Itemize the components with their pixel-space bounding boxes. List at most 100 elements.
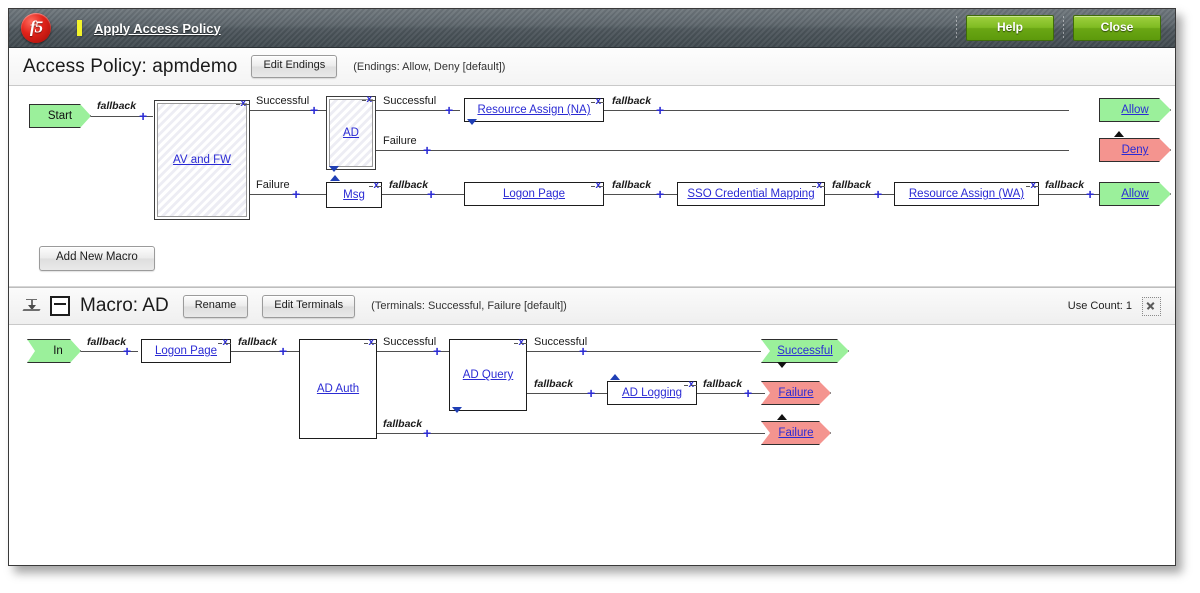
endings-note: (Endings: Allow, Deny [default]) (353, 60, 506, 73)
macro-node-ad-auth[interactable]: AD Auth x (299, 337, 377, 439)
macro-node-logon-page-label[interactable]: Logon Page (154, 345, 218, 357)
macro-node-ad-auth-label[interactable]: AD Auth (316, 383, 360, 395)
macro-node-ad-logging-label[interactable]: AD Logging (621, 387, 683, 399)
macro-header: Macro: AD Rename Edit Terminals (Termina… (9, 287, 1175, 325)
macro-node-ad-logging[interactable]: AD Logging x (607, 379, 697, 405)
macro-use-count: Use Count: 1 (1067, 300, 1132, 312)
macro-close-icon[interactable] (1142, 296, 1161, 316)
macro-delete-icon-ad-auth[interactable]: x (364, 337, 377, 348)
macro-delete-icon-ad-query[interactable]: x (514, 337, 527, 348)
edge-label-sso-fallback: fallback (830, 179, 874, 191)
delete-icon-av-and-fw[interactable]: x (236, 98, 249, 109)
collapse-icon-ad-logging[interactable] (610, 374, 620, 380)
delete-icon-ad[interactable]: x (362, 94, 375, 105)
macro-terminal-failure-mid-label[interactable]: Failure (778, 387, 814, 399)
edge-label-avfw-successful: Successful (254, 95, 312, 107)
expand-icon-ad-query[interactable] (452, 407, 462, 413)
node-sso-credential-mapping-label[interactable]: SSO Credential Mapping (687, 188, 815, 200)
insert-plus-ad-deny[interactable]: + (423, 142, 432, 158)
insert-plus-adauth-adquery[interactable]: + (433, 343, 442, 359)
collapse-icon-msg[interactable] (330, 175, 340, 181)
delete-icon-sso-credential-mapping[interactable]: x (812, 180, 825, 191)
ending-allow-bottom[interactable]: Allow (1099, 182, 1171, 206)
macro-terminal-successful[interactable]: Successful (761, 339, 849, 363)
ending-allow-top[interactable]: Allow (1099, 98, 1171, 122)
macro-collapse-icon[interactable] (50, 296, 70, 316)
macro-terminal-failure-bottom[interactable]: Failure (761, 421, 831, 445)
ending-allow-bottom-label[interactable]: Allow (1121, 188, 1149, 200)
macro-delete-icon-logon-page[interactable]: x (218, 337, 231, 348)
insert-plus-start-avfw[interactable]: + (139, 108, 148, 124)
start-node[interactable]: Start (29, 104, 91, 128)
insert-plus-ra-na-allow[interactable]: + (656, 102, 665, 118)
node-sso-credential-mapping[interactable]: SSO Credential Mapping x (677, 180, 825, 206)
node-resource-assign-wa-label[interactable]: Resource Assign (WA) (908, 188, 1025, 200)
access-policy-header: Access Policy: apmdemo Edit Endings (End… (9, 48, 1175, 86)
expand-icon-resource-assign-na[interactable] (467, 119, 477, 125)
edge-sso-fallback (825, 194, 894, 195)
edge-label-avfw-failure: Failure (254, 179, 292, 191)
expand-icon-ad[interactable] (329, 166, 339, 172)
ending-deny-marker-icon (1114, 131, 1124, 137)
delete-icon-msg[interactable]: x (369, 180, 382, 191)
ending-deny[interactable]: Deny (1099, 138, 1171, 162)
help-button[interactable]: Help (966, 15, 1054, 41)
insert-plus-adquery-successful[interactable]: + (579, 343, 588, 359)
macro-terminal-successful-label[interactable]: Successful (777, 345, 833, 357)
insert-plus-adauth-failure[interactable]: + (423, 425, 432, 441)
macro-in-node[interactable]: In (27, 339, 81, 363)
titlebar-separator-1 (956, 16, 957, 40)
edge-label-adquery-successful: Successful (532, 336, 590, 348)
insert-plus-avfw-msg[interactable]: + (292, 186, 301, 202)
node-av-and-fw-label[interactable]: AV and FW (173, 154, 231, 166)
insert-plus-avfw-ad[interactable]: + (310, 102, 319, 118)
insert-plus-logon-adauth[interactable]: + (279, 343, 288, 359)
insert-plus-adquery-adlogging[interactable]: + (587, 385, 596, 401)
macro-terminal-failure-mid[interactable]: Failure (761, 381, 831, 405)
start-label: Start (47, 110, 73, 122)
macro-title: Macro: AD (80, 295, 169, 316)
node-av-and-fw[interactable]: AV and FW x (154, 98, 250, 220)
insert-plus-msg-logon[interactable]: + (427, 186, 436, 202)
insert-plus-adlogging-failure[interactable]: + (744, 385, 753, 401)
edge-label-msg-fallback: fallback (387, 179, 431, 191)
node-logon-page-label[interactable]: Logon Page (502, 188, 566, 200)
close-button[interactable]: Close (1073, 15, 1161, 41)
edge-in-fallback (81, 351, 138, 352)
macro-delete-icon-ad-logging[interactable]: x (684, 379, 697, 390)
node-logon-page[interactable]: Logon Page x (464, 180, 604, 206)
macro-node-ad-query[interactable]: AD Query x (449, 337, 527, 411)
node-ad-label[interactable]: AD (343, 127, 359, 139)
macro-drag-handle-icon[interactable] (22, 298, 41, 315)
insert-plus-logon-sso[interactable]: + (656, 186, 665, 202)
rename-button[interactable]: Rename (182, 294, 249, 318)
macro-node-logon-page[interactable]: Logon Page x (141, 337, 231, 363)
ending-deny-label[interactable]: Deny (1121, 144, 1149, 156)
delete-icon-resource-assign-wa[interactable]: x (1026, 180, 1039, 191)
insert-plus-ad-ra-na[interactable]: + (445, 102, 454, 118)
delete-icon-resource-assign-na[interactable]: x (591, 96, 604, 107)
node-msg-label[interactable]: Msg (343, 189, 365, 201)
insert-plus-ra-wa-allow[interactable]: + (1086, 186, 1095, 202)
node-resource-assign-wa[interactable]: Resource Assign (WA) x (894, 180, 1039, 206)
edge-adauth-successful (377, 351, 449, 352)
edge-label-adauth-successful: Successful (381, 336, 439, 348)
insert-plus-sso-ra-wa[interactable]: + (874, 186, 883, 202)
macro-terminal-failure-bottom-label[interactable]: Failure (778, 427, 814, 439)
add-new-macro-button[interactable]: Add New Macro (39, 246, 155, 271)
edit-endings-button[interactable]: Edit Endings (251, 55, 338, 78)
macro-terminal-failure-bottom-marker-icon (777, 414, 787, 420)
edit-terminals-button[interactable]: Edit Terminals (262, 294, 356, 318)
node-resource-assign-na-label[interactable]: Resource Assign (NA) (477, 104, 591, 116)
terminals-note: (Terminals: Successful, Failure [default… (371, 300, 567, 312)
macro-in-label: In (53, 345, 63, 357)
macro-node-ad-query-label[interactable]: AD Query (462, 369, 514, 381)
node-ad[interactable]: AD x (326, 94, 376, 170)
ending-allow-top-label[interactable]: Allow (1121, 104, 1149, 116)
node-resource-assign-na[interactable]: Resource Assign (NA) x (464, 96, 604, 122)
node-msg[interactable]: Msg x (326, 180, 382, 208)
titlebar-separator-2 (1063, 16, 1064, 40)
insert-plus-in-logon[interactable]: + (123, 343, 132, 359)
delete-icon-logon-page[interactable]: x (591, 180, 604, 191)
apply-access-policy-link[interactable]: Apply Access Policy (94, 20, 221, 36)
